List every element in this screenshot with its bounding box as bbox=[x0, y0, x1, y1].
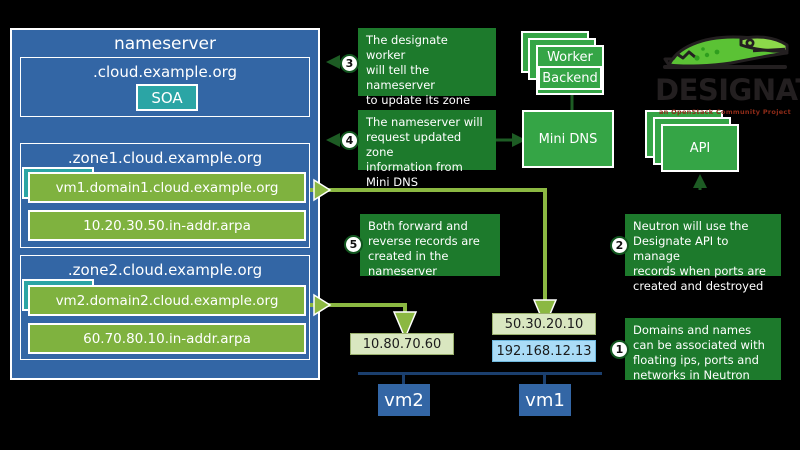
arrow-vm2-record-to-ip bbox=[310, 293, 418, 340]
callout-text-4: The nameserver will request updated zone… bbox=[358, 110, 496, 189]
designate-tagline: an OpenStack Community Project bbox=[658, 108, 791, 116]
callout-badge-4: 4 bbox=[340, 131, 359, 150]
network-stub-vm1 bbox=[543, 372, 546, 384]
callout-badge-5: 5 bbox=[344, 235, 363, 254]
zone2-record-reverse: 60.70.80.10.in-addr.arpa bbox=[28, 323, 306, 354]
designate-wordmark: DESIGNATE bbox=[655, 73, 800, 107]
zone1-label: .zone1.cloud.example.org bbox=[67, 149, 263, 167]
network-stub-vm2 bbox=[402, 372, 405, 384]
vm-instance-vm1: vm1 bbox=[519, 384, 571, 416]
nameserver-title: nameserver bbox=[113, 34, 217, 54]
callout-text-1: Domains and names can be associated with… bbox=[625, 318, 781, 382]
designate-logo: DESIGNATE an OpenStack Community Project bbox=[655, 25, 800, 116]
callout-badge-1: 1 bbox=[610, 340, 629, 359]
callout-badge-2: 2 bbox=[610, 236, 629, 255]
ip-address-vm1-floating: 50.30.20.10 bbox=[492, 313, 596, 335]
ip-address-vm1-fixed: 192.168.12.13 bbox=[492, 340, 596, 362]
callout-text-3: The designate worker will tell the names… bbox=[358, 28, 496, 122]
alligator-icon bbox=[663, 35, 789, 69]
soa-record-root: SOA bbox=[136, 84, 198, 111]
mini-dns-box: Mini DNS bbox=[522, 110, 614, 168]
network-bus-line bbox=[358, 372, 602, 375]
arrow-api-inbound bbox=[693, 174, 707, 190]
zone1-record-reverse: 10.20.30.50.in-addr.arpa bbox=[28, 210, 306, 241]
callout-badge-3: 3 bbox=[340, 54, 359, 73]
callout-text-5: Both forward and reverse records are cre… bbox=[360, 214, 500, 278]
callout-text-2: Neutron will use the Designate API to ma… bbox=[625, 214, 781, 293]
worker-backend-label: Backend bbox=[538, 66, 602, 90]
worker-label: Worker bbox=[547, 50, 593, 65]
root-zone-label: .cloud.example.org bbox=[92, 63, 238, 81]
zone1-record-forward: vm1.domain1.cloud.example.org bbox=[28, 172, 306, 203]
zone2-record-forward: vm2.domain2.cloud.example.org bbox=[28, 285, 306, 316]
vm-instance-vm2: vm2 bbox=[378, 384, 430, 416]
worker-box: Worker Backend bbox=[536, 45, 604, 95]
zone2-label: .zone2.cloud.example.org bbox=[67, 261, 263, 279]
ip-address-vm2-fixed: 10.80.70.60 bbox=[350, 333, 454, 355]
api-box: API bbox=[661, 124, 739, 172]
